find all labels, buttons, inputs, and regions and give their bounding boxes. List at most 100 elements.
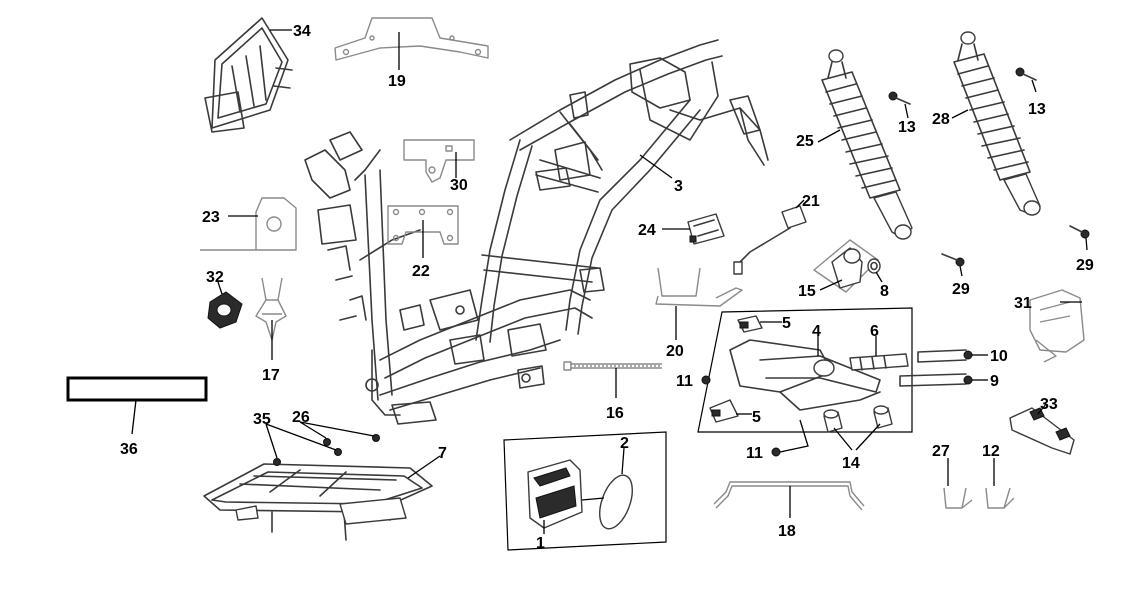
callout-32: 32 <box>206 269 224 286</box>
callout-29b: 29 <box>1076 257 1094 274</box>
part-35-bolts <box>273 448 342 466</box>
callout-34: 34 <box>293 23 311 40</box>
callout-1: 1 <box>536 535 545 552</box>
part-11-nut-upper <box>701 375 711 385</box>
callout-14: 14 <box>842 455 860 472</box>
part-9-shaft <box>899 373 973 387</box>
callout-13a: 13 <box>898 119 916 136</box>
part-13-bolt-right <box>1015 67 1037 81</box>
part-31-bracket <box>1029 289 1085 363</box>
part-7-rear-rack <box>203 463 433 541</box>
leader-15 <box>819 279 843 291</box>
callout-6: 6 <box>870 323 879 340</box>
part-14-bushings <box>823 405 893 433</box>
part-26-bolts <box>323 434 380 446</box>
taillight-assembly-frame <box>503 431 667 551</box>
callout-21: 21 <box>802 193 820 210</box>
part-12-clip <box>985 487 1015 509</box>
callout-24: 24 <box>638 222 656 239</box>
part-22-plate <box>387 205 459 245</box>
part-29-bolt-right <box>1069 225 1090 239</box>
part-33-bracket <box>1009 407 1075 455</box>
callout-27: 27 <box>932 443 950 460</box>
part-11-nut-lower <box>771 419 809 457</box>
callout-28: 28 <box>932 111 950 128</box>
part-15-mount <box>813 239 879 293</box>
callout-9: 9 <box>990 373 999 390</box>
leader-7 <box>407 455 441 479</box>
callout-36: 36 <box>120 441 138 458</box>
callout-10: 10 <box>990 348 1008 365</box>
callout-16: 16 <box>606 405 624 422</box>
leader-36 <box>131 399 137 435</box>
leader-35 <box>265 423 337 459</box>
callout-2: 2 <box>620 435 629 452</box>
callout-35: 35 <box>253 411 271 428</box>
callout-15: 15 <box>798 283 816 300</box>
leader-33 <box>1037 403 1047 415</box>
leader-29b <box>1085 237 1088 251</box>
leader-29a <box>959 265 963 277</box>
leader-21 <box>795 199 805 209</box>
part-34-front-basket <box>204 17 293 133</box>
part-13-bolt-left <box>888 91 911 105</box>
callout-26: 26 <box>292 409 310 426</box>
part-17-clip <box>255 277 287 341</box>
part-18-bracket <box>713 481 865 511</box>
part-20-bracket <box>655 267 743 307</box>
leader-28 <box>951 109 969 119</box>
part-25-rear-shock <box>821 49 913 240</box>
callout-18: 18 <box>778 523 796 540</box>
callout-23: 23 <box>202 209 220 226</box>
leader-25 <box>817 129 841 143</box>
callout-7: 7 <box>438 445 447 462</box>
part-23-bracket <box>200 197 297 251</box>
callout-3: 3 <box>674 178 683 195</box>
part-8-bushing <box>867 258 881 274</box>
part-2-gasket <box>581 474 633 530</box>
part-4-swingarm <box>729 339 881 411</box>
callout-33: 33 <box>1040 396 1058 413</box>
callout-8: 8 <box>880 283 889 300</box>
part-27-clip <box>943 487 973 509</box>
leader-2 <box>621 447 625 475</box>
callout-11a: 11 <box>676 373 693 390</box>
callout-22: 22 <box>412 263 430 280</box>
part-30-plate <box>403 139 475 183</box>
leader-8 <box>875 271 883 283</box>
callout-4: 4 <box>812 323 821 340</box>
callout-5b: 5 <box>752 409 761 426</box>
part-29-bolt-left <box>941 253 965 267</box>
callout-17: 17 <box>262 367 280 384</box>
callout-19: 19 <box>388 73 406 90</box>
part-5-lower-mount <box>709 399 739 423</box>
part-1-taillight <box>527 459 583 529</box>
part-19-bracket <box>334 17 489 61</box>
callout-13b: 13 <box>1028 101 1046 118</box>
callout-25: 25 <box>796 133 814 150</box>
swingarm-assembly-frame <box>697 307 913 433</box>
part-6-sleeve <box>849 353 909 371</box>
leader-26 <box>299 421 375 439</box>
leader-32 <box>217 281 223 295</box>
leader-14 <box>833 423 881 451</box>
part-16-cable-tie <box>563 361 662 371</box>
part-10-shaft <box>917 349 973 363</box>
part-21-sensor <box>733 205 807 275</box>
callout-20: 20 <box>666 343 684 360</box>
part-5-upper-mount <box>737 315 763 333</box>
leader-13b <box>1031 79 1037 93</box>
callout-30: 30 <box>450 177 468 194</box>
part-3-main-frame <box>304 39 769 425</box>
callout-11b: 11 <box>746 445 763 462</box>
leader-13a <box>904 103 909 119</box>
callout-12: 12 <box>982 443 1000 460</box>
callout-5a: 5 <box>782 315 791 332</box>
leader-3 <box>639 154 673 179</box>
part-28-rear-shock <box>953 31 1041 216</box>
part-32-grommet <box>207 291 243 329</box>
part-36-label-plate <box>66 376 208 402</box>
callout-31: 31 <box>1014 295 1032 312</box>
